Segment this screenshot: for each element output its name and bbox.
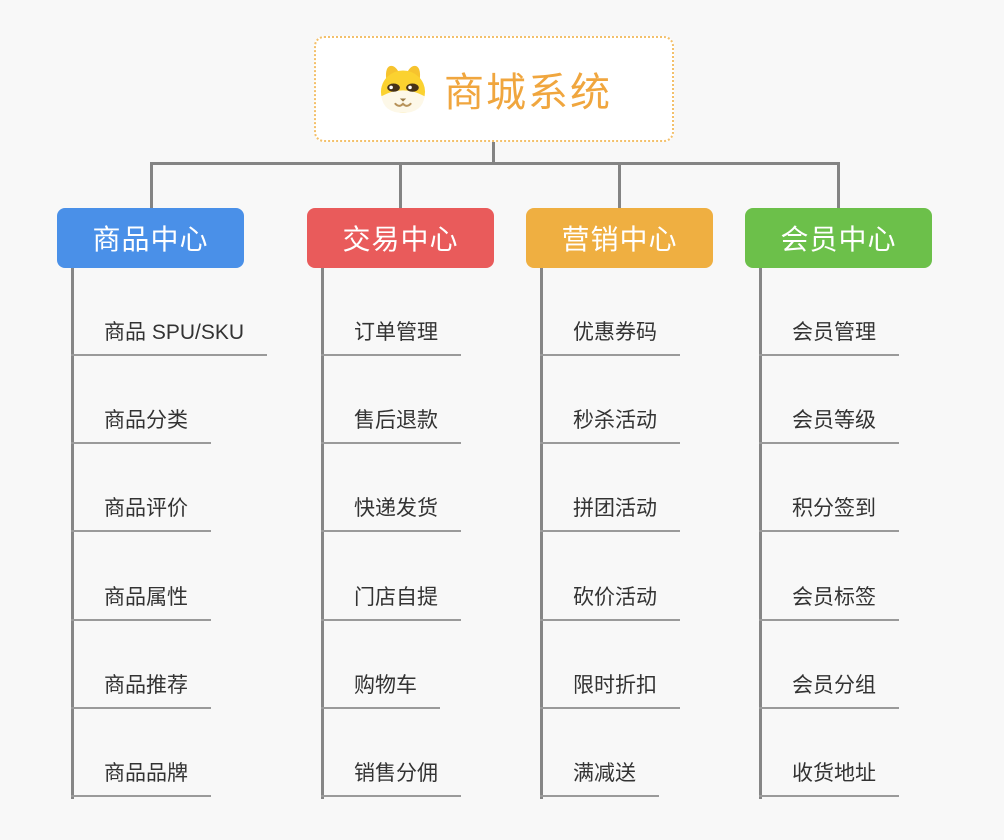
branch-trunk-line <box>321 268 324 799</box>
leaf-node-member-management[interactable]: 会员管理 <box>759 316 899 356</box>
leaf-node-store-pickup[interactable]: 门店自提 <box>321 581 461 621</box>
leaf-node-member-group[interactable]: 会员分组 <box>759 669 899 709</box>
branch-node-trade-center[interactable]: 交易中心 <box>307 208 494 268</box>
leaf-node-order-management[interactable]: 订单管理 <box>321 316 461 356</box>
branch-trade-center: 交易中心 订单管理 售后退款 快递发货 门店自提 购物车 销售分佣 <box>307 208 567 808</box>
branch-node-product-center[interactable]: 商品中心 <box>57 208 244 268</box>
leaf-node-product-brand[interactable]: 商品品牌 <box>71 757 211 797</box>
branch-trunk-line <box>540 268 543 799</box>
leaf-node-member-level[interactable]: 会员等级 <box>759 404 899 444</box>
leaf-node-bargain-activity[interactable]: 砍价活动 <box>540 581 680 621</box>
leaf-node-product-review[interactable]: 商品评价 <box>71 492 211 532</box>
leaf-node-group-buying[interactable]: 拼团活动 <box>540 492 680 532</box>
leaf-node-aftersale-refund[interactable]: 售后退款 <box>321 404 461 444</box>
leaf-node-points-checkin[interactable]: 积分签到 <box>759 492 899 532</box>
branch-trunk-line <box>759 268 762 799</box>
leaf-node-flash-sale[interactable]: 秒杀活动 <box>540 404 680 444</box>
leaf-node-coupon-code[interactable]: 优惠券码 <box>540 316 680 356</box>
leaf-node-shopping-cart[interactable]: 购物车 <box>321 669 440 709</box>
connector-root-stem <box>492 142 495 164</box>
root-title: 商城系统 <box>444 71 612 115</box>
branch-marketing-center: 营销中心 优惠券码 秒杀活动 拼团活动 砍价活动 限时折扣 满减送 <box>526 208 786 808</box>
root-node-mall-system[interactable]: 商城系统 <box>314 36 674 142</box>
connector-drop-marketing <box>618 162 621 211</box>
leaf-node-full-reduction[interactable]: 满减送 <box>540 757 659 797</box>
leaf-node-product-recommend[interactable]: 商品推荐 <box>71 669 211 709</box>
leaf-node-express-delivery[interactable]: 快递发货 <box>321 492 461 532</box>
connector-drop-trade <box>399 162 402 211</box>
leaf-node-shipping-address[interactable]: 收货地址 <box>759 757 899 797</box>
leaf-node-product-attribute[interactable]: 商品属性 <box>71 581 211 621</box>
leaf-node-member-tag[interactable]: 会员标签 <box>759 581 899 621</box>
leaf-node-product-category[interactable]: 商品分类 <box>71 404 211 444</box>
leaf-node-product-spu-sku[interactable]: 商品 SPU/SKU <box>71 316 268 356</box>
connector-drop-member <box>837 162 840 211</box>
connector-horizontal-spine <box>150 162 840 165</box>
branch-member-center: 会员中心 会员管理 会员等级 积分签到 会员标签 会员分组 收货地址 <box>745 208 1004 808</box>
branch-trunk-line <box>71 268 74 799</box>
leaf-node-limited-time-discount[interactable]: 限时折扣 <box>540 669 680 709</box>
branch-node-member-center[interactable]: 会员中心 <box>745 208 932 268</box>
connector-drop-product <box>150 162 153 211</box>
branch-product-center: 商品中心 商品 SPU/SKU 商品分类 商品评价 商品属性 商品推荐 商品品牌 <box>57 208 317 808</box>
shiba-dog-icon <box>376 63 430 115</box>
branch-node-marketing-center[interactable]: 营销中心 <box>526 208 713 268</box>
leaf-node-sales-commission[interactable]: 销售分佣 <box>321 757 461 797</box>
